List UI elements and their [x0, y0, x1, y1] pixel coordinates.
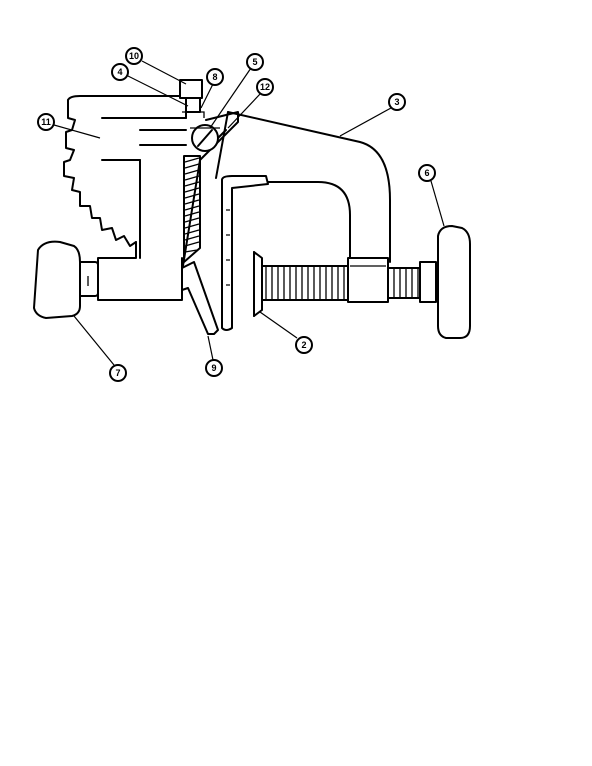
callout-8: 8 — [206, 68, 224, 86]
callout-5: 5 — [246, 53, 264, 71]
callout-12-label: 12 — [260, 82, 270, 92]
callout-9: 9 — [205, 359, 223, 377]
part-3-clamp-frame — [215, 111, 391, 331]
part-9-wedge — [181, 261, 219, 335]
callout-6: 6 — [418, 164, 436, 182]
callout-11: 11 — [37, 113, 55, 131]
callout-3: 3 — [388, 93, 406, 111]
callout-10-label: 10 — [129, 51, 139, 61]
part-6-right-knob — [387, 225, 471, 339]
leader-lines — [53, 60, 445, 366]
callout-7: 7 — [109, 364, 127, 382]
callout-8-label: 8 — [212, 72, 217, 82]
callout-6-label: 6 — [424, 168, 429, 178]
callout-2-label: 2 — [301, 340, 306, 350]
callout-5-label: 5 — [252, 57, 257, 67]
callout-4: 4 — [111, 63, 129, 81]
callout-2: 2 — [295, 336, 313, 354]
callout-11-label: 11 — [41, 117, 51, 127]
part-2-clamp-screw — [253, 251, 353, 317]
callout-9-label: 9 — [211, 363, 216, 373]
callout-4-label: 4 — [117, 67, 122, 77]
callout-3-label: 3 — [394, 97, 399, 107]
threaded-bushing — [347, 257, 389, 303]
part-5-pivot-screw — [190, 124, 220, 152]
callout-12: 12 — [256, 78, 274, 96]
callout-7-label: 7 — [115, 368, 120, 378]
callout-10: 10 — [125, 47, 143, 65]
part-7-left-knob — [33, 240, 99, 319]
